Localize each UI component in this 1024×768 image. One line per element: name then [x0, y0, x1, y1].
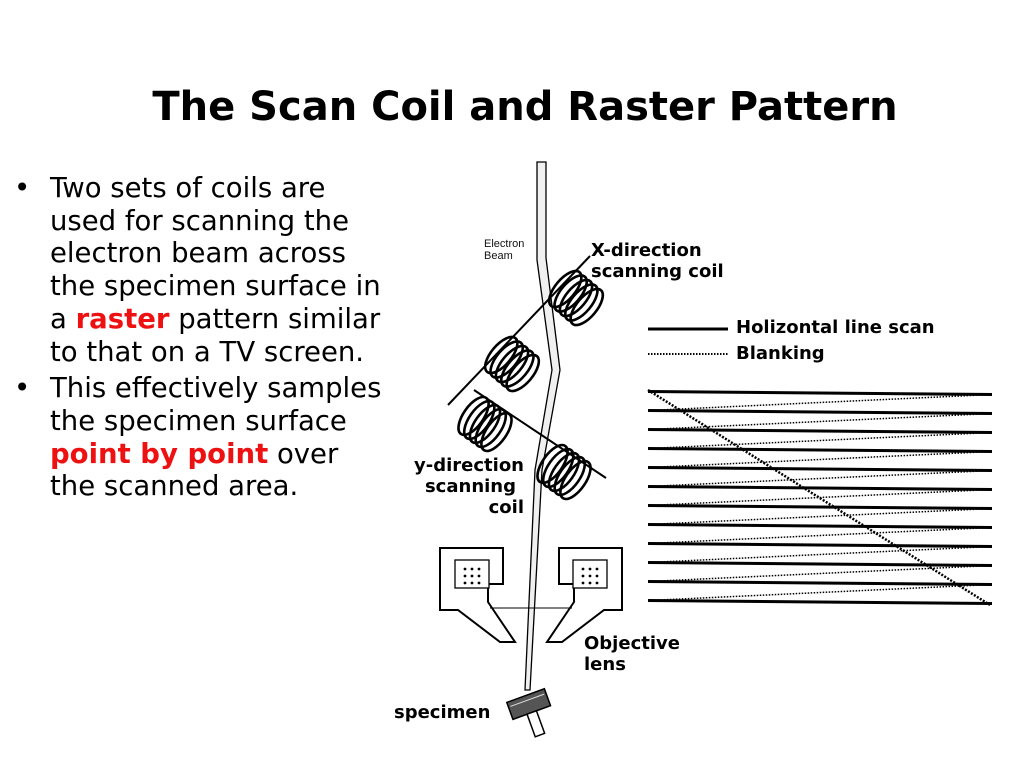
raster-scan-line	[647, 599, 993, 605]
raster-scan-line	[647, 447, 993, 453]
legend-blanking-label: Blanking	[736, 343, 825, 364]
raster-retrace-line	[647, 450, 993, 469]
electron-beam-label-line1: Electron	[484, 238, 525, 250]
raster-scan-line	[647, 466, 993, 472]
y-coil-label-line1: y-direction	[414, 455, 524, 476]
x-direction-coil	[447, 255, 610, 406]
raster-scan-line	[647, 542, 993, 548]
raster-retrace-line	[647, 526, 993, 545]
x-coil-label: X-direction scanning coil	[591, 240, 724, 282]
raster-scan-line	[647, 523, 993, 529]
raster-retrace-line	[647, 564, 993, 583]
raster-retrace-line	[647, 507, 993, 526]
y-coil-label: y-direction scanning coil	[386, 455, 524, 518]
objective-lens-label: Objective lens	[584, 633, 680, 675]
electron-beam	[524, 161, 561, 691]
electron-beam-label-line2: Beam	[484, 250, 513, 262]
raster-retrace-line	[647, 431, 993, 450]
x-coil-label-line1: X-direction	[591, 240, 702, 261]
raster-frame-retrace-line	[647, 388, 991, 607]
specimen	[505, 687, 552, 738]
raster-scan-line	[647, 561, 993, 567]
objective-lens-label-line2: lens	[584, 654, 626, 675]
bullet-text: Two sets of coils are used for scanning …	[50, 172, 381, 335]
raster-scan-line	[647, 485, 993, 491]
bullet-dot: •	[14, 372, 31, 405]
raster-scan-line	[647, 504, 993, 510]
raster-retrace-line	[647, 583, 993, 602]
raster-scan-line	[647, 428, 993, 434]
bullet-text: This effectively samples the specimen su…	[50, 372, 382, 437]
bullet-item: • Two sets of coils are used for scannin…	[12, 172, 384, 368]
raster-retrace-line	[647, 469, 993, 488]
raster-scan-line	[647, 580, 993, 586]
bullet-dot: •	[14, 172, 31, 204]
objective-lens-label-line1: Objective	[584, 633, 680, 654]
bullet-text-end: over the scanned area.	[50, 437, 339, 503]
bullet-list: • Two sets of coils are used for scannin…	[12, 172, 384, 507]
y-coil-label-line3: coil	[488, 497, 524, 518]
raster-retrace-line	[647, 393, 993, 412]
raster-retrace-line	[647, 545, 993, 564]
bullet-item: • This effectively samples the specimen …	[12, 372, 384, 503]
raster-retrace-line	[647, 412, 993, 431]
y-direction-coil	[451, 389, 607, 506]
legend-line-scan-label: Holizontal line scan	[736, 317, 935, 338]
y-coil-label-line2: scanning	[424, 476, 516, 497]
specimen-label: specimen	[394, 702, 491, 723]
bullet-text-end: pattern similar to that on a TV screen.	[50, 302, 381, 368]
raster-scan-line	[647, 409, 993, 415]
x-coil-label-line2: scanning coil	[591, 261, 724, 282]
highlight-point-by-point: point by point	[50, 437, 269, 470]
raster-scan-line	[647, 390, 993, 396]
raster-retrace-line	[647, 488, 993, 507]
objective-lens	[439, 547, 623, 643]
slide-title: The Scan Coil and Raster Pattern	[152, 84, 898, 130]
raster-pattern	[647, 388, 993, 607]
electron-beam-label: Electron Beam	[484, 238, 524, 262]
highlight-raster: raster	[75, 302, 170, 335]
